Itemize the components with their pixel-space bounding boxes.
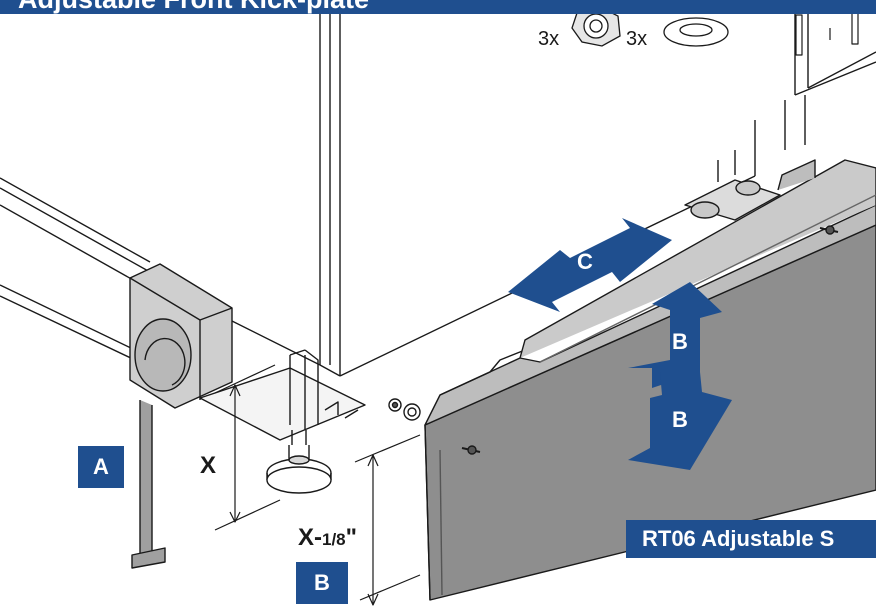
cabinet-bracket-hardware	[684, 150, 781, 221]
arrow-b-down	[628, 372, 732, 470]
cabinet-side-lines	[0, 177, 151, 361]
arrow-c-label: C	[577, 249, 593, 274]
dimension-x	[214, 364, 281, 531]
dimension-x-minus-main: X-	[298, 524, 322, 551]
door-hinges	[795, 11, 859, 56]
label-a: A	[78, 446, 124, 488]
label-b-step: B	[296, 562, 348, 604]
leveling-bracket	[199, 349, 366, 441]
leveling-foot	[266, 430, 332, 494]
washer-quantity: 3x	[626, 28, 648, 50]
dimension-x-minus-fraction: 1/8	[322, 530, 346, 549]
cabinet-body	[229, 0, 876, 377]
title-bar	[0, 0, 876, 14]
dimension-x-minus-inch: "	[345, 524, 358, 551]
dimension-x-label: X	[200, 452, 217, 479]
dimension-x-minus-eighth	[354, 434, 421, 606]
rt06-banner: RT06 Adjustable S	[626, 520, 876, 558]
page-title: Adjustable Front Kick-plate	[18, 0, 369, 15]
arrow-b-up-label: B	[672, 329, 688, 354]
arrow-c	[508, 218, 672, 312]
dimension-x-minus-label: X-1/8"	[298, 524, 357, 552]
arrow-b-up	[628, 282, 722, 388]
adjustment-tool	[129, 263, 233, 569]
fastener-points	[388, 225, 839, 455]
nut-quantity: 3x	[538, 28, 560, 50]
hex-nut-icon	[571, 5, 621, 47]
washer-icon	[663, 17, 729, 47]
arrow-b-down-label: B	[672, 407, 688, 432]
